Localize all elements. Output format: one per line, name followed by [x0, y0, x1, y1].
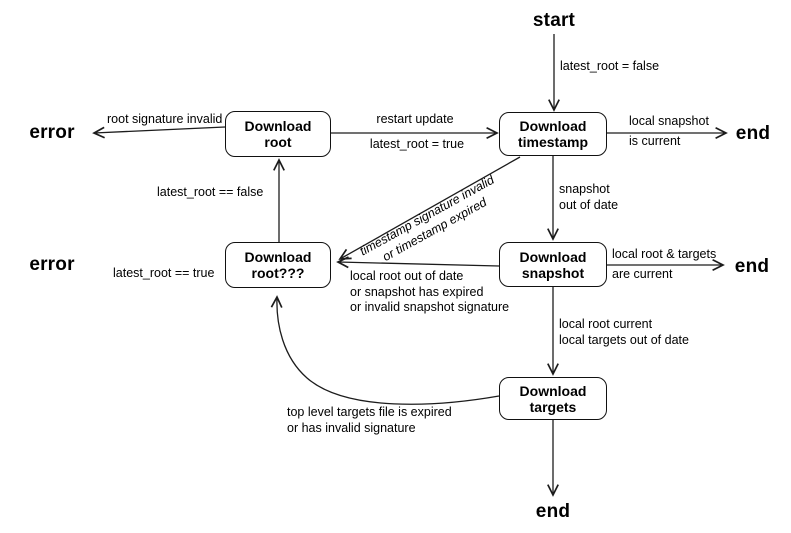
edge-label-latest-root-eq-false: latest_root == false [157, 185, 264, 199]
terminal-error-middle: error [29, 254, 75, 275]
node-download-snapshot-label: Download snapshot [519, 248, 587, 281]
terminal-end-top: end [735, 123, 771, 144]
node-download-targets: Download targets [499, 377, 607, 420]
edge-label-root-signature-invalid: root signature invalid [107, 112, 223, 126]
edge-label-snapshot-out-of-date: snapshot out of date [559, 182, 619, 212]
edge-label-local-snapshot: local snapshot [629, 114, 709, 128]
node-download-timestamp: Download timestamp [499, 112, 607, 156]
edge-root-to-error-top [92, 126, 226, 139]
terminal-error-top: error [29, 122, 75, 143]
terminal-start: start [532, 10, 576, 31]
edge-label-local-root-out-of-date: local root out of date or snapshot has e… [350, 269, 510, 314]
terminal-end-middle: end [734, 256, 770, 277]
edge-label-is-current: is current [629, 134, 681, 148]
edge-label-latest-root-false: latest_root = false [560, 59, 660, 73]
node-download-targets-label: Download targets [519, 382, 587, 415]
node-download-root-label: Download root [244, 118, 312, 150]
node-download-root: Download root [225, 111, 331, 157]
edge-timestamp-to-root-retry [338, 156, 521, 260]
node-download-timestamp-label: Download timestamp [517, 118, 589, 150]
edge-label-local-root-and-targets: local root & targets [612, 247, 717, 261]
edge-label-latest-root-true: latest_root = true [369, 137, 465, 151]
edge-label-local-root-current: local root current local targets out of … [559, 317, 689, 347]
terminal-end-bottom: end [535, 501, 571, 522]
edge-label-top-level-targets-expired: top level targets file is expired or has… [287, 405, 452, 435]
edge-label-latest-root-eq-true: latest_root == true [113, 266, 215, 280]
node-download-snapshot: Download snapshot [499, 242, 607, 287]
node-download-root-retry: Download root??? [225, 242, 331, 288]
node-download-root-retry-label: Download root??? [244, 249, 312, 281]
edge-targets-to-root-retry [270, 295, 500, 405]
edge-label-restart-update: restart update [376, 112, 454, 126]
edge-snapshot-to-root-retry [336, 256, 500, 269]
edge-label-are-current: are current [612, 267, 673, 281]
